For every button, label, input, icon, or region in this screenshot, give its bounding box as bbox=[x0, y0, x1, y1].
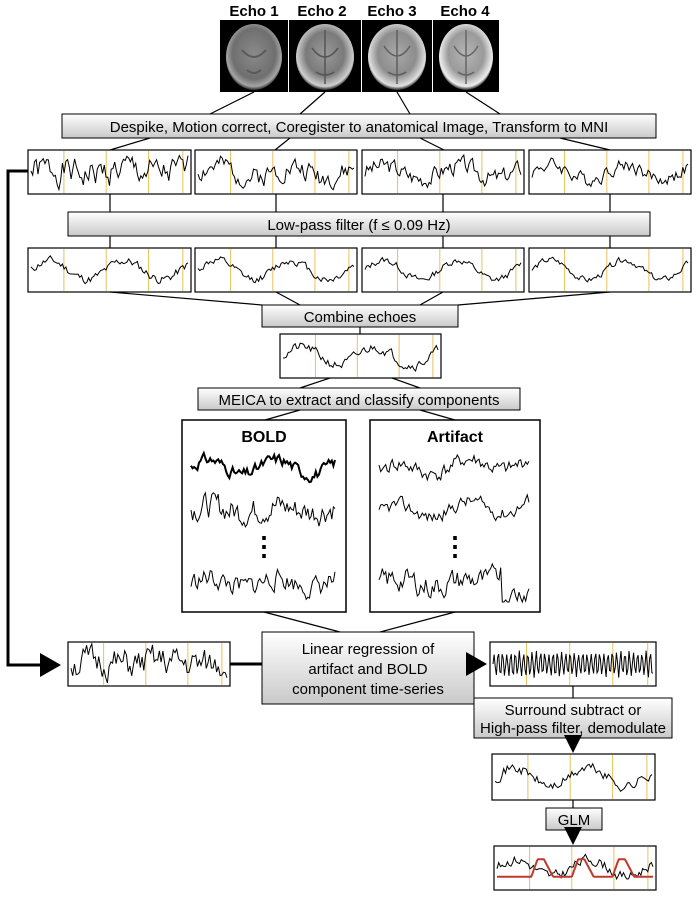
lowpass-step: Low-pass filter (f ≤ 0.09 Hz) bbox=[67, 211, 651, 237]
raw-signal-echo-1 bbox=[27, 149, 192, 195]
connectors-row1 bbox=[109, 194, 611, 212]
connectors-lowpass bbox=[109, 236, 611, 248]
brain-scan-echo-1 bbox=[220, 20, 288, 92]
echo-4-label: Echo 4 bbox=[440, 3, 490, 20]
connectors-brains bbox=[209, 91, 501, 115]
bold-ellipsis: ⋮ bbox=[251, 531, 277, 561]
artifact-title: Artifact bbox=[427, 429, 484, 446]
bold-components-panel: BOLD ⋮ bbox=[181, 419, 347, 613]
brain-scan-echo-4 bbox=[433, 20, 499, 92]
regression-label-line-1: Linear regression of bbox=[302, 641, 435, 658]
glm-fit-signal bbox=[493, 845, 657, 891]
echo-3-label: Echo 3 bbox=[367, 3, 416, 20]
regression-label-line-2: artifact and BOLD bbox=[308, 661, 427, 678]
raw-signal-regression-input bbox=[67, 641, 231, 687]
filtered-signal-echo-4 bbox=[528, 247, 692, 293]
bold-title: BOLD bbox=[241, 429, 286, 446]
preprocess-step: Despike, Motion correct, Coregister to a… bbox=[61, 113, 657, 139]
raw-signal-echo-4 bbox=[528, 149, 692, 195]
brain-scan-echo-3 bbox=[362, 20, 432, 92]
connectors-preprocess bbox=[109, 137, 611, 151]
connectors-meica bbox=[264, 409, 456, 421]
connectors-panels bbox=[263, 611, 456, 633]
glm-label: GLM bbox=[558, 812, 591, 829]
connectors-row2 bbox=[109, 291, 611, 306]
artifact-ellipsis: ⋮ bbox=[442, 531, 468, 561]
artifact-components-panel: Artifact ⋮ bbox=[369, 419, 541, 613]
meica-label: MEICA to extract and classify components bbox=[219, 392, 500, 409]
filtered-signal-echo-1 bbox=[27, 247, 192, 293]
regression-step: Linear regression of artifact and BOLD c… bbox=[261, 631, 475, 705]
regression-label-line-3: component time-series bbox=[292, 681, 444, 698]
filtered-signal-echo-2 bbox=[194, 247, 358, 293]
brain-scan-echo-2 bbox=[289, 20, 361, 92]
connectors-combined bbox=[299, 377, 421, 389]
raw-signal-echo-3 bbox=[361, 149, 525, 195]
preprocess-label: Despike, Motion correct, Coregister to a… bbox=[110, 119, 609, 136]
filtered-signal-echo-3 bbox=[361, 247, 525, 293]
lowpass-label: Low-pass filter (f ≤ 0.09 Hz) bbox=[267, 217, 450, 234]
surround-label-line-1: Surround subtract or bbox=[505, 702, 642, 719]
glm-step: GLM bbox=[545, 807, 603, 831]
surround-label-line-2: High-pass filter, demodulate bbox=[480, 720, 666, 737]
echo-2-label: Echo 2 bbox=[297, 3, 346, 20]
glm-fit-line bbox=[497, 858, 653, 878]
raw-signal-echo-2 bbox=[194, 149, 358, 195]
echo-1-label: Echo 1 bbox=[229, 3, 278, 20]
demodulated-signal bbox=[491, 753, 656, 801]
combine-label: Combine echoes bbox=[304, 309, 417, 326]
feedback-arrow bbox=[6, 169, 61, 677]
meica-step: MEICA to extract and classify components bbox=[197, 387, 521, 411]
denoised-signal bbox=[489, 641, 657, 687]
combined-signal bbox=[279, 333, 442, 379]
surround-step: Surround subtract or High-pass filter, d… bbox=[473, 697, 673, 739]
combine-step: Combine echoes bbox=[261, 304, 459, 328]
